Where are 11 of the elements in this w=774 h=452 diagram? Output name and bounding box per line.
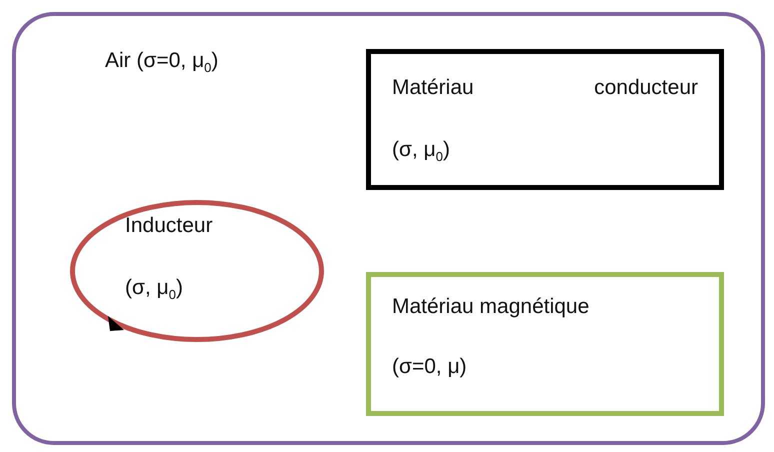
region-label: Matériau conducteur [392,75,698,101]
region-label: Matériau magnétique [392,294,590,320]
magnetic-material-box [366,272,724,416]
property-label: (σ, μ$_{0}$) [125,275,183,304]
property-label: (σ, μ$_{0}$) [392,137,450,166]
region-label: Air (σ=0, μ$_{0}$) [105,48,218,78]
conductor-box [366,49,724,190]
air-domain-boundary [12,12,765,445]
inductor-ellipse [70,200,324,342]
property-label: (σ=0, μ) [392,354,467,380]
region-label: Inducteur [125,213,213,239]
